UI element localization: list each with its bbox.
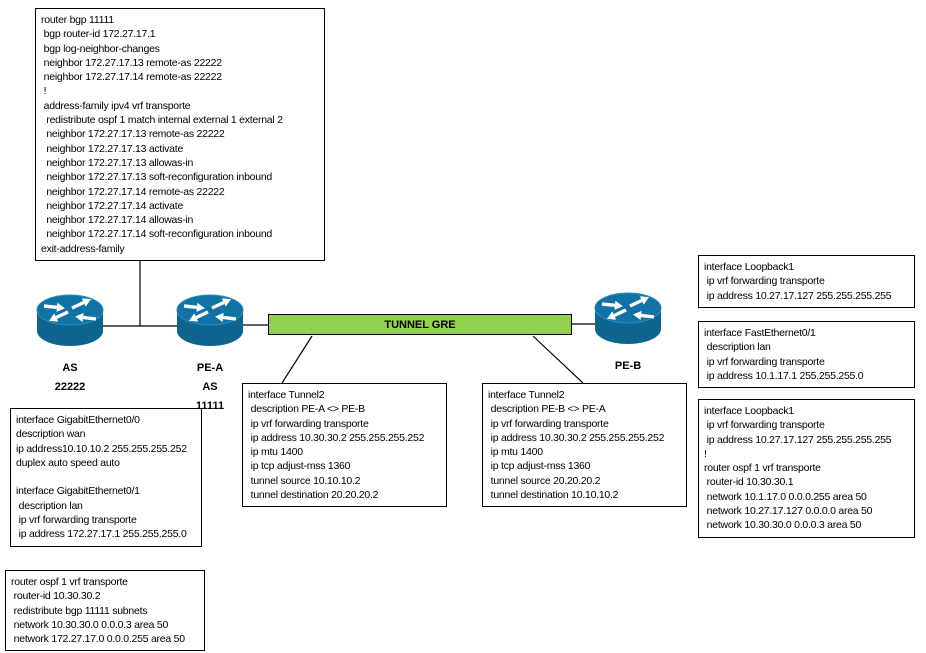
router-icon xyxy=(176,294,244,346)
router-label-as-22222: AS 22222 xyxy=(54,362,86,393)
config-box-bgp-pe-a: router bgp 11111 bgp router-id 172.27.17… xyxy=(35,8,325,262)
router-pe-a: PE-A AS 11111 xyxy=(175,293,245,416)
config-box-gigabit-pe-a: interface GigabitEthernet0/0 description… xyxy=(10,408,202,547)
router-icon xyxy=(36,294,104,346)
router-pe-b: PE-B xyxy=(593,291,663,376)
router-label-pe-a: PE-A AS 11111 xyxy=(195,362,225,412)
connector-tunnel-to-tunnel-a-box xyxy=(281,335,313,384)
router-icon xyxy=(594,292,662,344)
config-box-loopback-ospf-pe-b: interface Loopback1 ip vrf forwarding tr… xyxy=(698,399,915,538)
router-label-pe-b: PE-B xyxy=(614,360,642,372)
tunnel-gre-label: TUNNEL GRE xyxy=(384,318,456,331)
tunnel-gre-bar: TUNNEL GRE xyxy=(268,314,572,335)
config-box-loopback-pe-b: interface Loopback1 ip vrf forwarding tr… xyxy=(698,255,915,308)
config-box-tunnel-pe-b: interface Tunnel2 description PE-B <> PE… xyxy=(482,383,687,508)
router-ce-as-22222: AS 22222 xyxy=(35,293,105,397)
config-box-tunnel-pe-a: interface Tunnel2 description PE-A <> PE… xyxy=(242,383,447,508)
config-box-fastethernet-pe-b: interface FastEthernet0/1 description la… xyxy=(698,321,915,389)
config-box-ospf-pe-a: router ospf 1 vrf transporte router-id 1… xyxy=(5,570,205,652)
connector-tunnel-to-tunnel-b-box xyxy=(532,335,584,384)
